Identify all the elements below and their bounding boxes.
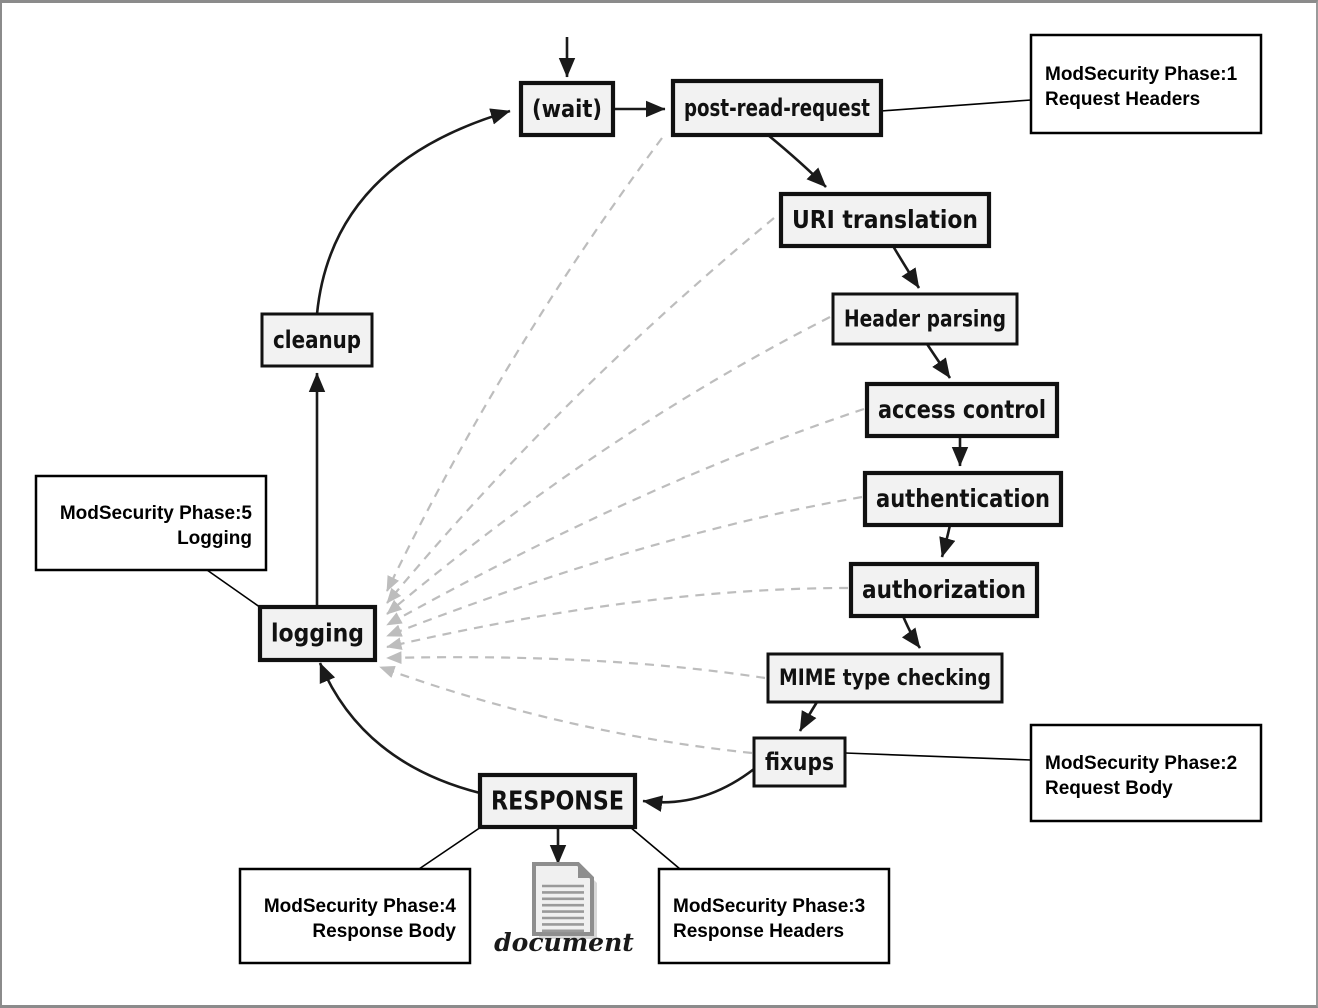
annotation-leader-lines [206,99,1032,870]
node-label-postread: post-read-request [684,94,870,122]
note-line-phase3-0: ModSecurity Phase:3 [673,896,865,917]
logging-feedback-edges [379,137,865,755]
note-line-phase5-0: ModSecurity Phase:5 [60,503,253,524]
note-box-phase3 [657,867,891,965]
edge-cleanup-to-wait [315,108,511,315]
note-line-phase2-0: ModSecurity Phase:2 [1045,753,1237,774]
node-label-access: access control [878,395,1046,424]
dashed-edge-uri-to-logging [386,217,775,604]
note-line-phase5-1: Logging [177,528,252,549]
node-wait[interactable]: (wait) [518,80,616,138]
node-headerparse[interactable]: Header parsing [831,292,1019,346]
node-box-authz [848,561,1040,619]
node-box-authn [862,470,1064,528]
node-label-cleanup: cleanup [273,326,361,354]
edge-postread-to-uri [767,133,827,188]
note-box-phase5 [34,474,268,572]
note-box-phase4 [238,867,472,965]
dashed-edge-fixups-to-logging [379,665,753,755]
node-mime[interactable]: MIME type checking [766,652,1004,704]
note-line-phase1-1: Request Headers [1045,89,1200,110]
note-line-phase4-1: Response Body [312,921,456,942]
leader-line-phase1 [880,99,1032,112]
node-label-uri: URI translation [792,205,978,234]
node-box-cleanup [260,312,374,368]
node-label-authz: authorization [862,575,1026,604]
node-authn[interactable]: authentication [862,470,1064,528]
node-box-postread [670,78,884,138]
edge-response-to-logging [318,662,481,795]
node-label-logging: logging [271,619,364,648]
leader-line-phase3 [629,826,681,870]
node-box-response [477,772,638,830]
node-box-wait [518,80,616,138]
document-icon-header [534,864,592,878]
node-uri[interactable]: URI translation [778,191,992,249]
edge-fixups-to-response [642,767,755,812]
leader-line-phase5 [206,569,265,611]
node-fixups[interactable]: fixups [752,736,847,788]
note-line-phase1-0: ModSecurity Phase:1 [1045,64,1238,85]
edge-mime-to-fixups [798,701,819,732]
edge-headerparse-to-access [925,343,952,379]
dashed-edge-postread-to-logging [386,137,663,592]
note-box-phase2 [1029,723,1263,823]
leader-line-phase2 [844,752,1032,761]
document-output: document [494,862,634,957]
dashed-edge-authn-to-logging [386,495,863,638]
node-box-access [864,381,1060,439]
node-postread[interactable]: post-read-request [670,78,884,138]
dashed-edge-headerparse-to-logging [386,316,831,615]
leader-line-phase4 [418,826,482,870]
edge-uri-to-headerparse [891,245,921,289]
node-label-wait: (wait) [532,95,602,123]
document-icon-label: document [494,928,634,957]
node-label-fixups: fixups [765,748,834,776]
node-cleanup[interactable]: cleanup [260,312,374,368]
edge-authz-to-mime [901,615,922,649]
node-authz[interactable]: authorization [848,561,1040,619]
node-box-mime [766,652,1004,704]
node-box-uri [778,191,992,249]
node-logging[interactable]: logging [257,604,378,663]
node-label-mime: MIME type checking [779,666,991,691]
node-label-authn: authentication [876,484,1050,513]
process-flow-edges [308,37,969,865]
note-line-phase3-1: Response Headers [673,921,844,942]
edge-authn-to-authz [939,524,956,558]
node-access[interactable]: access control [864,381,1060,439]
node-label-headerparse: Header parsing [844,307,1006,333]
note-line-phase2-1: Request Body [1045,778,1173,799]
document-icon: document [494,862,634,957]
node-response[interactable]: RESPONSE [477,772,638,830]
dashed-edge-authz-to-logging [386,586,849,650]
dashed-edge-access-to-logging [386,407,865,626]
note-line-phase4-0: ModSecurity Phase:4 [264,896,457,917]
node-box-logging [257,604,378,663]
node-box-fixups [752,736,847,788]
node-box-headerparse [831,292,1019,346]
note-box-phase1 [1029,33,1263,135]
node-label-response: RESPONSE [491,787,624,817]
dashed-edge-mime-to-logging [386,651,766,680]
